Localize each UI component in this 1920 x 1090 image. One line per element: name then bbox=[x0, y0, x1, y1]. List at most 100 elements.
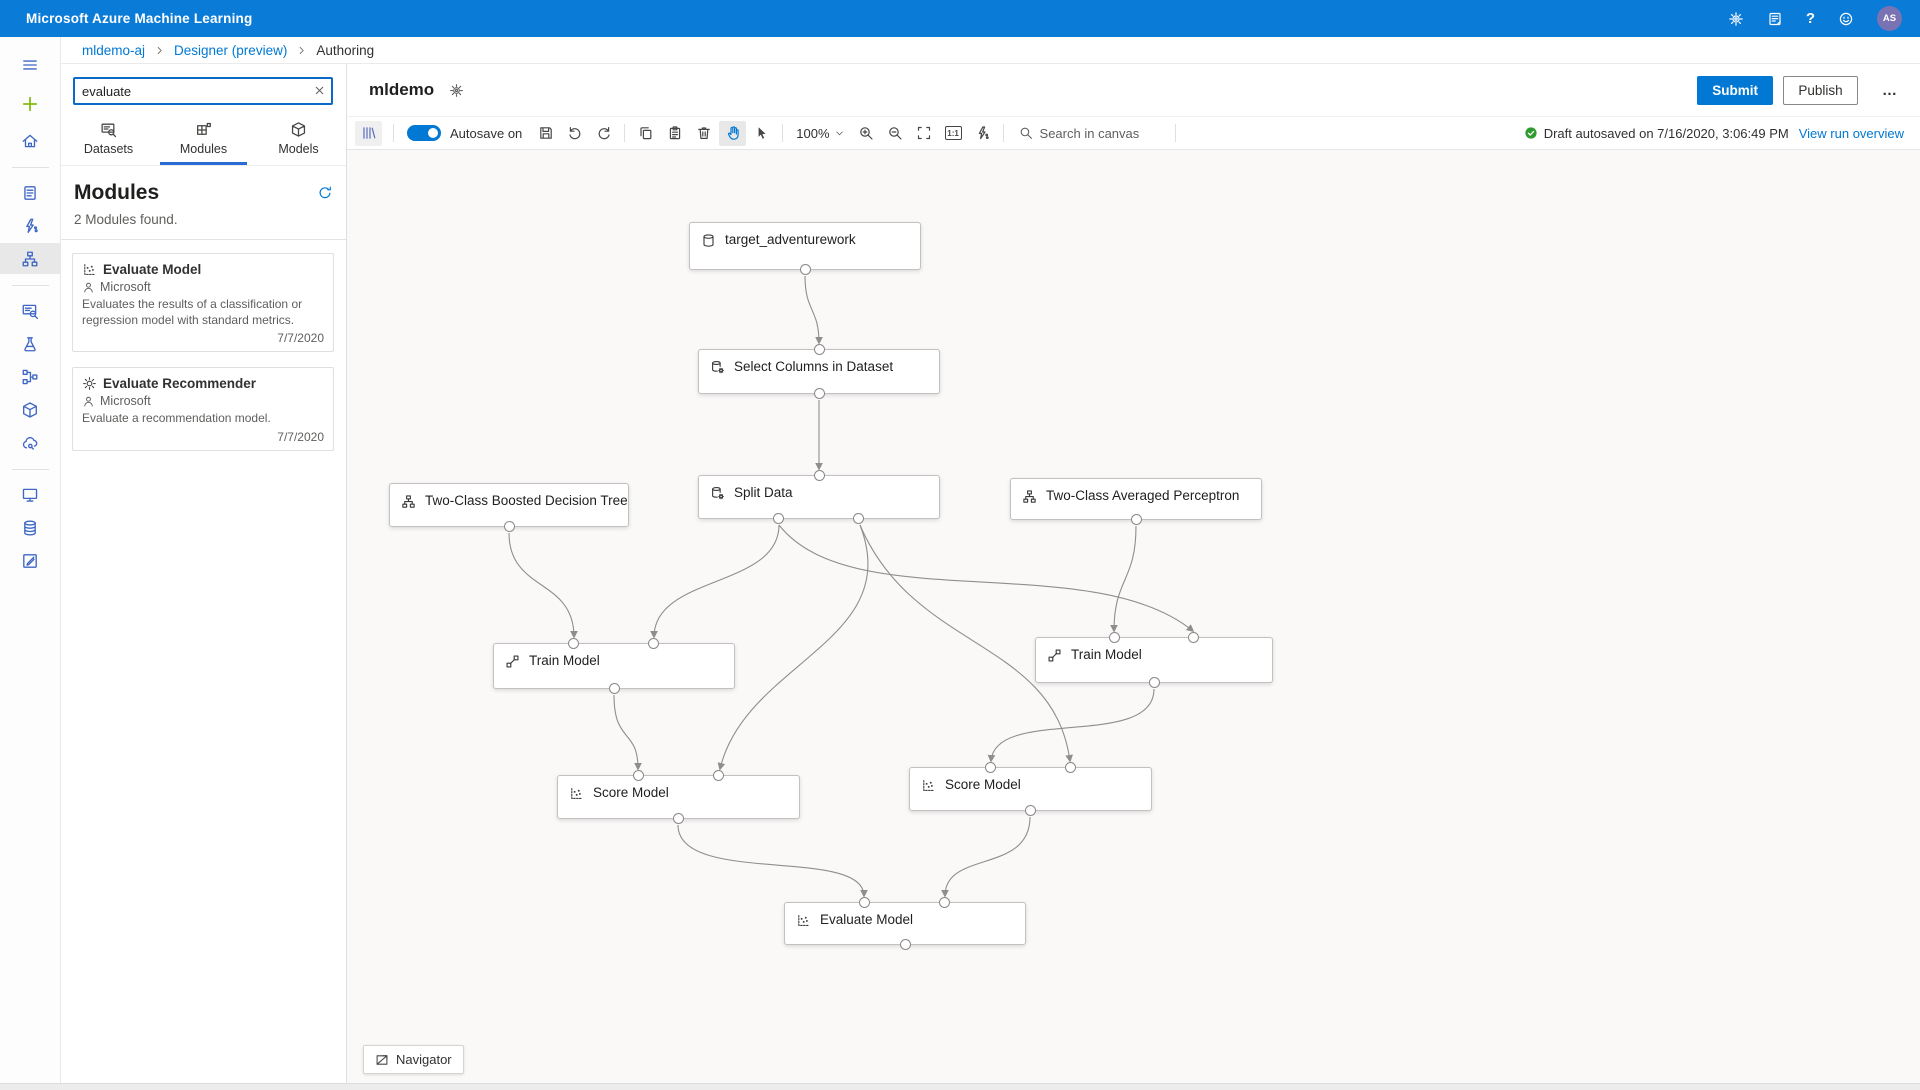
select-pointer-icon[interactable] bbox=[748, 121, 775, 146]
canvas-node-score-model-right[interactable]: Score Model bbox=[909, 762, 1152, 816]
help-icon[interactable]: ? bbox=[1805, 10, 1815, 27]
canvas-node-score-model-left[interactable]: Score Model bbox=[557, 770, 800, 824]
publish-button[interactable]: Publish bbox=[1783, 75, 1858, 105]
avatar[interactable]: AS bbox=[1877, 6, 1902, 31]
edge[interactable] bbox=[778, 524, 1195, 633]
fit-to-screen-icon[interactable] bbox=[911, 121, 938, 146]
compute-icon[interactable] bbox=[0, 479, 61, 510]
pan-hand-icon[interactable] bbox=[719, 120, 747, 146]
navigator-button[interactable]: Navigator bbox=[363, 1045, 464, 1074]
input-port[interactable] bbox=[648, 638, 660, 649]
pipelines-icon[interactable] bbox=[0, 361, 61, 392]
canvas-node-boosted-decision-tree[interactable]: Two-Class Boosted Decision Tree bbox=[389, 483, 629, 532]
refresh-icon[interactable] bbox=[317, 185, 333, 201]
output-port[interactable] bbox=[608, 683, 620, 694]
input-port[interactable] bbox=[713, 770, 724, 781]
edge[interactable] bbox=[677, 824, 868, 898]
tab-modules[interactable]: Modules bbox=[156, 114, 251, 165]
autosave-status: Draft autosaved on 7/16/2020, 3:06:49 PM… bbox=[1524, 126, 1904, 141]
module-card-evaluate-recommender[interactable]: Evaluate Recommender Microsoft Evaluate … bbox=[72, 367, 334, 451]
palette-search-input[interactable] bbox=[73, 77, 333, 105]
module-palette-icon[interactable] bbox=[355, 120, 382, 146]
input-port[interactable] bbox=[1109, 632, 1121, 643]
output-port[interactable] bbox=[503, 521, 515, 532]
canvas-node-train-model-right[interactable]: Train Model bbox=[1035, 632, 1273, 688]
feedback-notes-icon[interactable] bbox=[1767, 11, 1783, 27]
redo-icon[interactable] bbox=[590, 121, 617, 146]
output-port[interactable] bbox=[673, 813, 684, 824]
input-port[interactable] bbox=[984, 762, 996, 773]
auto-layout-icon[interactable] bbox=[969, 121, 996, 146]
input-port[interactable] bbox=[939, 897, 951, 908]
smiley-feedback-icon[interactable] bbox=[1838, 11, 1854, 27]
tab-models[interactable]: Models bbox=[251, 114, 346, 165]
canvas-node-evaluate-model[interactable]: Evaluate Model bbox=[784, 897, 1026, 950]
submit-button[interactable]: Submit bbox=[1697, 75, 1773, 105]
input-port[interactable] bbox=[632, 770, 644, 781]
endpoints-icon[interactable] bbox=[0, 427, 61, 458]
edge[interactable] bbox=[613, 694, 642, 771]
canvas-node-averaged-perceptron[interactable]: Two-Class Averaged Perceptron bbox=[1010, 478, 1262, 525]
new-plus-icon[interactable] bbox=[0, 88, 61, 119]
input-port[interactable] bbox=[1187, 632, 1199, 643]
delete-icon[interactable] bbox=[690, 121, 717, 146]
models-icon[interactable] bbox=[0, 394, 61, 425]
edge[interactable] bbox=[650, 524, 780, 639]
data-labeling-icon[interactable] bbox=[0, 545, 61, 576]
data-transform-icon bbox=[710, 486, 725, 501]
module-card-evaluate-model[interactable]: Evaluate Model Microsoft Evaluates the r… bbox=[72, 253, 334, 353]
tab-datasets[interactable]: Datasets bbox=[61, 114, 156, 165]
paste-icon[interactable] bbox=[661, 121, 688, 146]
output-port[interactable] bbox=[773, 513, 785, 524]
input-port[interactable] bbox=[813, 344, 825, 355]
home-icon[interactable] bbox=[0, 125, 61, 156]
output-port[interactable] bbox=[853, 513, 865, 524]
edge[interactable] bbox=[717, 524, 869, 771]
output-port[interactable] bbox=[1025, 805, 1036, 816]
copy-icon[interactable] bbox=[632, 121, 659, 146]
horizontal-scrollbar[interactable] bbox=[0, 1083, 1920, 1090]
input-port[interactable] bbox=[813, 470, 825, 481]
input-port[interactable] bbox=[568, 638, 580, 649]
output-port[interactable] bbox=[899, 939, 911, 950]
canvas-node-split-data[interactable]: Split Data bbox=[698, 470, 940, 524]
zoom-in-icon[interactable] bbox=[853, 121, 880, 146]
input-port[interactable] bbox=[859, 897, 871, 908]
breadcrumb-designer[interactable]: Designer (preview) bbox=[174, 42, 288, 58]
more-options-button[interactable]: … bbox=[1882, 81, 1898, 99]
menu-icon[interactable] bbox=[0, 49, 61, 80]
settings-gear-icon[interactable] bbox=[1728, 11, 1744, 27]
pipeline-settings-gear-icon[interactable] bbox=[449, 83, 464, 98]
zoom-level-dropdown[interactable]: 100% bbox=[790, 126, 850, 141]
canvas-node-train-model-left[interactable]: Train Model bbox=[493, 638, 735, 694]
save-icon[interactable] bbox=[532, 121, 559, 146]
output-port[interactable] bbox=[799, 264, 811, 275]
edge[interactable] bbox=[859, 524, 1073, 763]
output-port[interactable] bbox=[1130, 514, 1142, 525]
designer-icon[interactable] bbox=[0, 243, 61, 274]
output-port[interactable] bbox=[813, 388, 825, 399]
view-run-overview-link[interactable]: View run overview bbox=[1798, 125, 1904, 141]
zoom-out-icon[interactable] bbox=[882, 121, 909, 146]
undo-icon[interactable] bbox=[561, 121, 588, 146]
datasets-icon[interactable] bbox=[0, 295, 61, 326]
close-icon[interactable] bbox=[313, 84, 326, 97]
edge[interactable] bbox=[804, 275, 823, 345]
output-port[interactable] bbox=[1148, 677, 1160, 688]
breadcrumb-workspace[interactable]: mldemo-aj bbox=[82, 42, 146, 58]
autosave-toggle[interactable] bbox=[407, 125, 441, 141]
canvas-node-select-columns[interactable]: Select Columns in Dataset bbox=[698, 344, 940, 399]
canvas-node-dataset[interactable]: target_adventurework bbox=[689, 222, 921, 275]
pipeline-canvas[interactable]: target_adventurework Select Columns in D… bbox=[347, 150, 1920, 1090]
edge[interactable] bbox=[508, 532, 578, 639]
input-port[interactable] bbox=[1065, 762, 1076, 773]
edge[interactable] bbox=[1110, 525, 1137, 633]
datastores-icon[interactable] bbox=[0, 512, 61, 543]
experiments-icon[interactable] bbox=[0, 328, 61, 359]
automated-ml-icon[interactable] bbox=[0, 210, 61, 241]
canvas-search-input[interactable] bbox=[1039, 125, 1160, 141]
actual-size-icon[interactable]: 1:1 bbox=[940, 121, 967, 146]
edge[interactable] bbox=[941, 816, 1031, 898]
notebooks-icon[interactable] bbox=[0, 177, 61, 208]
edge[interactable] bbox=[987, 688, 1155, 763]
